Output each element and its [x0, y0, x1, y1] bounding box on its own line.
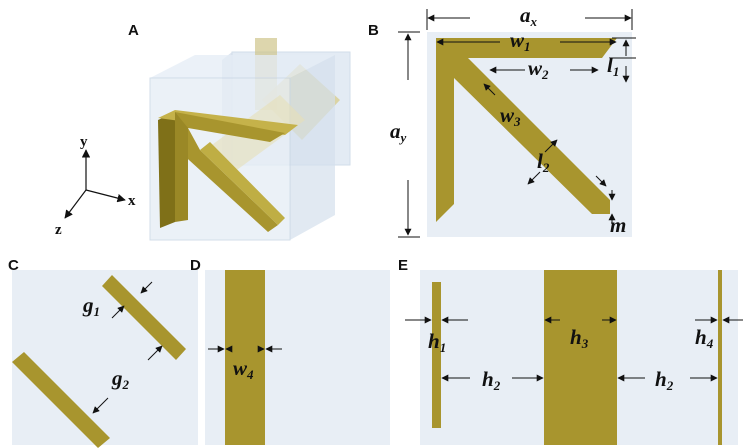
strip-h3 — [544, 270, 617, 445]
axis-x-label: x — [128, 193, 136, 209]
label-h1: h1 — [428, 329, 446, 355]
label-l1: l1 — [607, 53, 619, 79]
coordinate-axes: y x z — [55, 134, 136, 238]
label-g1: g1 — [82, 293, 100, 319]
panel-d-letter: D — [190, 257, 201, 274]
panel-a: A y x z — [55, 22, 351, 241]
panel-c: C g1 g2 — [8, 257, 198, 448]
panel-e-letter: E — [398, 257, 408, 274]
label-m: m — [610, 213, 626, 237]
strip-upper — [102, 275, 186, 360]
substrate-c — [12, 270, 198, 445]
label-w3: w3 — [500, 103, 521, 129]
axis-y-label: y — [80, 134, 88, 150]
label-w4: w4 — [233, 356, 254, 382]
label-h2-right: h2 — [655, 367, 674, 393]
panel-e: E h1 h2 h3 h2 h4 — [398, 257, 743, 445]
panel-c-letter: C — [8, 257, 19, 274]
label-h3: h3 — [570, 325, 589, 351]
strip-h4 — [718, 270, 722, 445]
label-w2: w2 — [528, 56, 549, 82]
strip-lower — [12, 352, 110, 448]
label-h2-left: h2 — [482, 367, 501, 393]
arrow-resonator-3d — [158, 110, 298, 232]
axis-z-label: z — [55, 222, 62, 238]
arrow-resonator — [436, 38, 617, 222]
label-ax: ax — [520, 3, 538, 29]
panel-a-letter: A — [128, 22, 139, 39]
label-ay: ay — [390, 119, 407, 145]
label-g2: g2 — [111, 366, 130, 392]
label-h4: h4 — [695, 325, 714, 351]
panel-b-letter: B — [368, 22, 379, 39]
label-w1: w1 — [510, 28, 531, 54]
panel-d: D w4 — [190, 257, 390, 445]
wide-strip — [225, 270, 265, 445]
strip-h1 — [432, 282, 441, 428]
panel-b: B ax w1 w2 l1 ay w3 l2 — [368, 3, 636, 238]
label-l2: l2 — [537, 149, 550, 175]
